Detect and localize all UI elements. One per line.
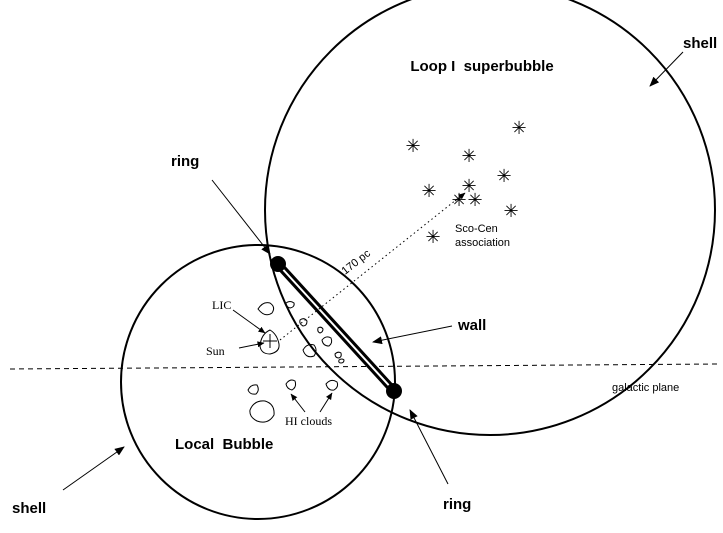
sco-cen-stars: ✳ ✳ ✳ ✳ ✳ ✳ ✳ ✳ ✳ ✳: [405, 118, 526, 248]
sun-label: Sun: [206, 344, 225, 358]
hi-cloud-shapes: [247, 301, 345, 423]
galactic-plane-label: galactic plane: [612, 382, 679, 394]
star-10: ✳: [425, 227, 440, 248]
galactic-plane-line: [9, 363, 719, 370]
distance-arrow: [454, 192, 466, 202]
star-9: ✳: [503, 201, 518, 222]
lic-label: LIC: [212, 298, 231, 312]
cloud-9: [247, 384, 259, 395]
shell-bottom-arrow: [62, 446, 125, 491]
star-2: ✳: [405, 136, 420, 157]
wall-inner: [277, 263, 395, 392]
sco-cen-label-line1: Sco-Cen: [455, 223, 498, 235]
distance-label: 170 pc: [339, 247, 373, 277]
shell-bottom-label: shell: [12, 500, 46, 517]
distance-line: [279, 191, 467, 341]
sco-cen-label-line2: association: [455, 237, 510, 249]
lic-cloud: [259, 329, 280, 355]
cloud-4: [317, 326, 324, 334]
lic-arrow: [232, 309, 266, 334]
cloud-8: [338, 358, 345, 364]
ring-bottom-arrow: [409, 409, 449, 485]
loop-i-circle: [264, 0, 716, 436]
hi-clouds-arrow-2: [319, 392, 333, 413]
shell-top-arrow: [649, 51, 684, 87]
loop-i-title: Loop I superbubble: [410, 58, 553, 75]
cloud-3: [299, 318, 308, 327]
hi-clouds-label: HI clouds: [285, 414, 332, 428]
star-4: ✳: [496, 166, 511, 187]
wall-arrow: [372, 325, 453, 345]
star-5: ✳: [421, 181, 436, 202]
cloud-12: [249, 400, 275, 423]
wall-label: wall: [457, 317, 486, 334]
star-7: ✳: [451, 190, 466, 211]
ring-top-arrow: [211, 179, 271, 255]
cloud-1: [257, 302, 275, 316]
cloud-7: [334, 351, 342, 359]
ring-top-dot: [270, 256, 286, 272]
cloud-11: [325, 379, 339, 391]
star-6: ✳: [461, 176, 476, 197]
cloud-10: [285, 379, 297, 391]
cloud-6: [321, 336, 333, 347]
cloud-2: [285, 301, 295, 309]
hi-clouds-arrow-1: [290, 393, 306, 413]
local-bubble-label: Local Bubble: [175, 436, 273, 453]
star-3: ✳: [461, 146, 476, 167]
ring-top-label: ring: [171, 153, 199, 170]
cloud-5: [302, 344, 317, 358]
ring-bottom-label: ring: [443, 496, 471, 513]
star-1: ✳: [511, 118, 526, 139]
ring-bottom-dot: [386, 383, 402, 399]
sun-arrow: [238, 341, 265, 349]
local-bubble-circle: [120, 244, 396, 520]
shell-top-label: shell: [683, 35, 717, 52]
star-8: ✳: [467, 190, 482, 211]
